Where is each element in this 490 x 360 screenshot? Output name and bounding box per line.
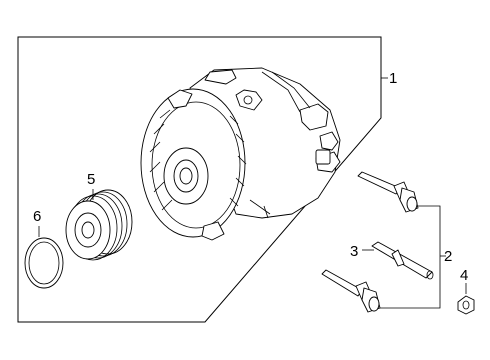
callout-4: 4 (460, 267, 468, 284)
alternator-icon[interactable] (140, 67, 341, 241)
nut-icon[interactable] (457, 295, 475, 315)
lower-bolt-icon[interactable] (321, 269, 381, 313)
callout-1: 1 (389, 70, 397, 87)
callout-6: 6 (33, 208, 41, 225)
pulley-icon[interactable] (65, 189, 133, 261)
upper-bolt-icon[interactable] (357, 171, 419, 213)
stud-icon[interactable] (371, 241, 434, 280)
leader-2-bracket (380, 205, 441, 309)
assembly-frame (17, 36, 382, 323)
callout-3: 3 (350, 243, 358, 260)
snap-ring-icon[interactable] (24, 237, 64, 289)
callout-2: 2 (444, 248, 452, 265)
callout-5: 5 (87, 171, 95, 188)
